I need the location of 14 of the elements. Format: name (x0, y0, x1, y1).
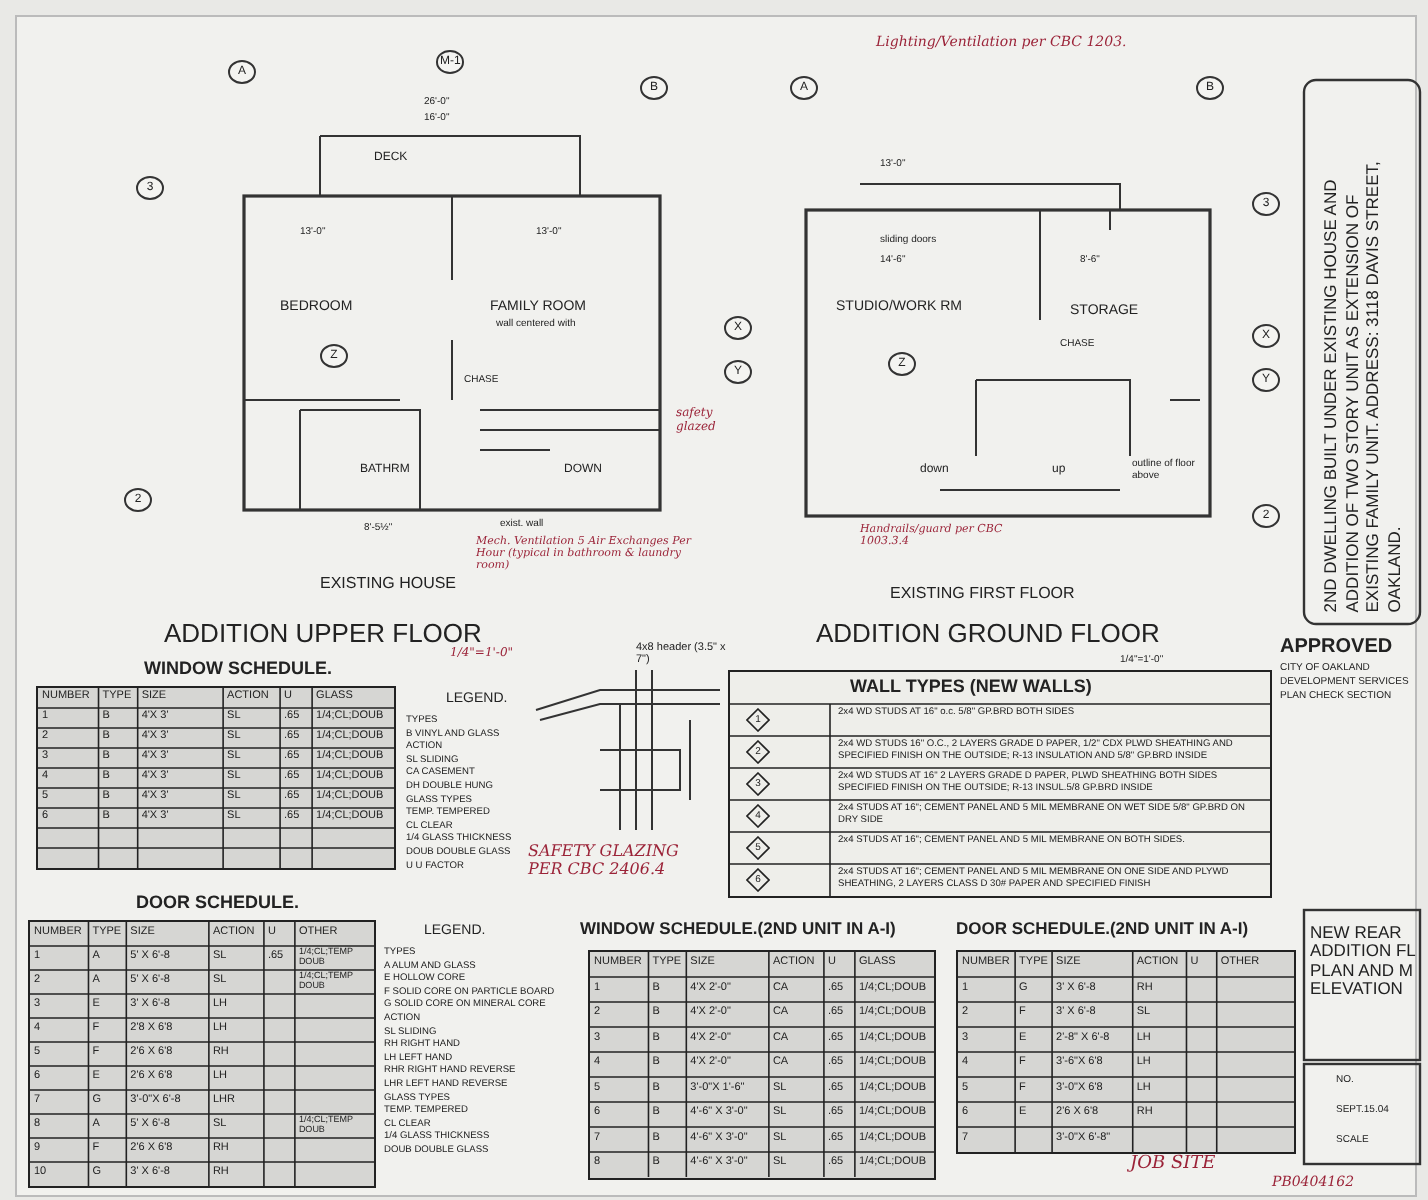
sheet-title: NEW REAR ADDITION FL PLAN AND M ELEVATION (1310, 924, 1418, 999)
drawing-title: ADDITION UPPER FLOOR (164, 620, 482, 648)
project-description: 2ND DWELLING BUILT UNDER EXISTING HOUSE AND ADDITION OF TWO STORY UNIT AS EXTENSION OF EXISTING FAMILY UNIT. ADDRESS: 3118 DAVIS STREET, OAKLAND. (1319, 159, 1405, 613)
drawing-label: EXISTING HOUSE (320, 576, 457, 594)
drawing-title: ADDITION GROUND FLOOR (816, 620, 1160, 649)
table-title: DOOR SCHEDULE.(2ND UNIT IN A-I) (956, 920, 1249, 939)
table-title: WINDOW SCHEDULE. (144, 660, 332, 680)
table-title: WINDOW SCHEDULE.(2ND UNIT IN A-I) (580, 920, 896, 939)
handwritten-note: JOB SITE (1130, 1156, 1216, 1176)
table-title: DOOR SCHEDULE. (136, 894, 300, 914)
stamp-text: APPROVED (1280, 636, 1393, 658)
table-title: WALL TYPES (NEW WALLS) (850, 678, 1092, 696)
handwritten-note: SAFETY GLAZING PER CBC 2406.4 (528, 844, 681, 880)
drawing-label: EXISTING FIRST FLOOR (890, 586, 1075, 604)
